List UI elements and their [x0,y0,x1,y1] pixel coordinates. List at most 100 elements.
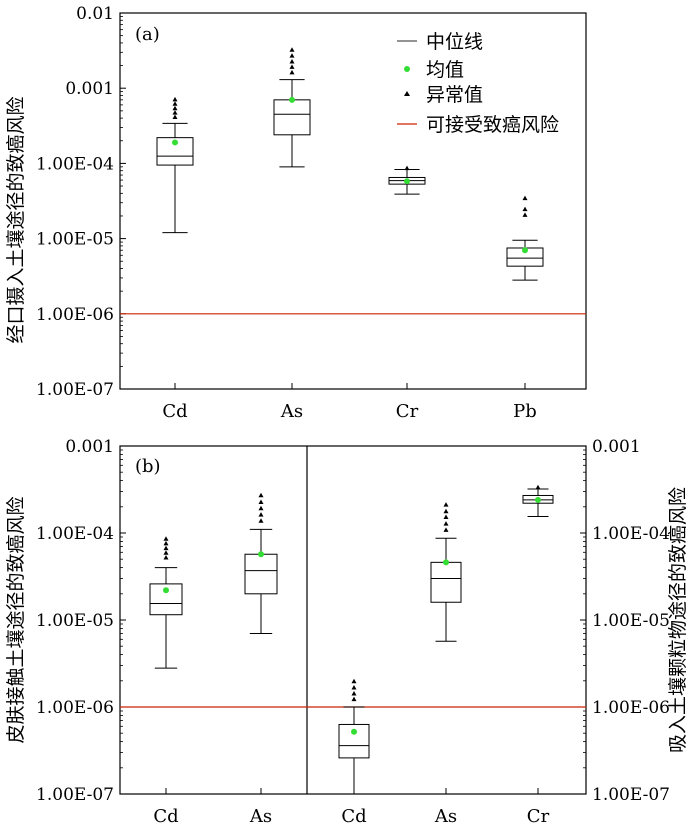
panel-a-box-cd-outlier [172,110,178,115]
panel-a-category-label: Pb [513,401,537,422]
legend-reference-label: 可接受致癌风险 [426,114,559,136]
panel-b-dermal-box-cd-outlier [163,550,169,555]
panel-b-left-y-title: 皮肤接触土壤途径的致癌风险 [5,496,27,743]
panel-a-tick-label: 0.001 [65,79,114,99]
panel-a-box-pb [506,195,544,281]
panel-b-inhalation-box-cr-mean-dot [535,496,541,503]
panel-b-left-tick-label: 0.001 [65,437,114,457]
panel-b-dermal-box-as-outlier [258,512,264,517]
panel-b-category-label: As [434,806,457,827]
panel-b-right-tick-label: 0.001 [592,437,641,457]
panel-b-dermal-box-cd-outlier [163,554,169,560]
panel-a-y-ticks: 1.00E-07 1.00E-06 1.00E-05 1.00E-04 0.001 0.0… [36,4,126,400]
panel-b-boxes [120,484,586,794]
panel-b-dermal-box-as-outlier [258,492,264,498]
panel-a-box-cd-outlier [172,114,178,120]
panel-b-category-label: As [249,806,272,827]
panel-b-inhalation-box-cd-outlier [351,678,357,684]
panel-b-right-y-title: 吸入土壤颗粒物途径的致癌风险 [667,487,689,753]
legend-outlier-label: 异常值 [426,84,483,106]
panel-b-categories: Cd As Cd As Cr [153,788,550,827]
panel-b-inhalation-box-as-outlier [443,521,449,526]
panel-a-box-as-outlier [289,69,295,75]
panel-b-left-y-ticks: 1.00E-071.00E-061.00E-051.00E-040.001 [36,437,126,805]
legend: 中位线 均值 异常值 可接受致癌风险 [397,31,559,136]
panel-a-box-cd-outlier [172,105,178,111]
panel-b-right-tick-label: 1.00E-07 [592,785,670,805]
panel-b-inhalation-box-cr-outlier [535,484,541,490]
panel-b-inhalation-box-as-outlier [443,514,449,519]
panel-b-dermal-box-cd-outlier [163,545,169,551]
panel-a-tick-label: 0.01 [76,4,114,24]
panel-b-dermal-box-as-iqr-box [244,553,278,595]
panel-b-dermal-box-as-outlier [258,518,264,523]
panel-a-box-cd-outlier [172,96,178,102]
legend-median-label: 中位线 [426,31,483,53]
panel-b-dermal-box-cd-outlier [163,540,169,546]
panel-a-box-cr [388,165,426,195]
panel-b-inhalation-box-as [430,502,462,642]
panel-b-right-y-ticks: 1.00E-07 1.00E-06 1.00E-05 1.00E-04 0.001 [580,437,670,805]
panel-a-box-as-outlier [289,47,295,52]
panel-a-category-label: Cd [162,401,187,422]
panel-b-inhalation-box-as-mean-dot [443,559,449,566]
panel-a-box-as-outlier [289,58,295,64]
panel-a-box-pb-outlier [522,212,528,217]
panel-a-y-title: 经口摄入土壤途径的致癌风险 [5,96,27,343]
panel-b-category-label: Cd [153,806,178,827]
panel-a-box-cr-outlier [404,165,410,171]
panel-a-category-label: Cr [396,401,419,422]
panel-a-box-pb-mean-dot [522,247,528,254]
legend-mean-label: 均值 [426,59,464,81]
panel-b-inhalation-box-cd-outlier [351,690,357,696]
panel-b-right-tick-label: 1.00E-04 [592,524,670,544]
legend-outlier-swatch [404,91,410,96]
panel-b-category-label: Cr [527,806,550,827]
panel-b-right-tick-label: 1.00E-06 [592,698,670,718]
panel-b: (b) 1.00E-07 1.00E-06 1.00E-05 1.00E-04 0.00… [5,437,689,827]
panel-b-dermal-box-cd-outlier [163,536,169,541]
panel-b-inhalation-box-as-outlier [443,502,449,507]
panel-b-dermal-box-cd [149,536,183,669]
panel-b-inhalation-box-cd-outlier [351,696,357,702]
panel-a-box-as-mean-dot [289,96,295,103]
panel-a-box-cd [156,96,194,234]
panel-b-right-tick-label: 1.00E-05 [592,611,670,631]
panel-a-box-cd-mean-dot [172,139,178,146]
panel-b-inhalation-box-as-outlier [443,508,449,514]
panel-b-inhalation-box-cd-outlier [351,684,357,690]
panel-a-box-cd-outlier [172,101,178,106]
panel-a-box-as-outlier [289,64,295,69]
panel-b-left-tick-label: 1.00E-05 [36,611,114,631]
panel-a-tick-label: 1.00E-07 [36,380,114,400]
panel-b-dermal-box-as [244,492,278,634]
panel-a-categories: Cd As Cr Pb [162,383,537,422]
panel-b-dermal-box-as-mean-dot [258,551,264,558]
panel-b-dermal-box-cd-mean-dot [163,587,169,594]
panel-b-left-tick-label: 1.00E-07 [36,785,114,805]
panel-a: (a) 1.00E-07 1.00E-06 1.00E-05 1.00E-04 0.00… [5,4,587,422]
panel-b-left-tick-label: 1.00E-06 [36,698,114,718]
panel-a-tick-label: 1.00E-05 [36,230,114,250]
panel-a-label: (a) [135,24,160,45]
panel-b-inhalation-box-as-outlier [443,527,449,532]
panel-b-inhalation-box-cd-mean-dot [351,728,357,735]
panel-a-box-pb-outlier [522,206,528,212]
panel-a-box-as [273,47,311,168]
panel-a-box-pb-outlier [522,195,528,201]
panel-b-category-label: Cd [341,806,366,827]
panel-a-boxes [120,47,586,315]
panel-a-box-cr-mean-dot [404,178,410,185]
panel-b-label: (b) [135,456,161,477]
panel-b-inhalation-box-as-iqr-box [430,561,462,603]
panel-b-dermal-box-as-outlier [258,499,264,505]
panel-b-inhalation-box-cd [338,678,370,794]
panel-a-frame [119,12,587,390]
panel-b-dermal-box-as-outlier [258,505,264,511]
panel-a-tick-label: 1.00E-04 [36,154,114,174]
panel-a-box-as-outlier [289,53,295,58]
panel-b-inhalation-box-cr [522,484,554,517]
panel-a-tick-label: 1.00E-06 [36,305,114,325]
panel-a-category-label: As [280,401,303,422]
